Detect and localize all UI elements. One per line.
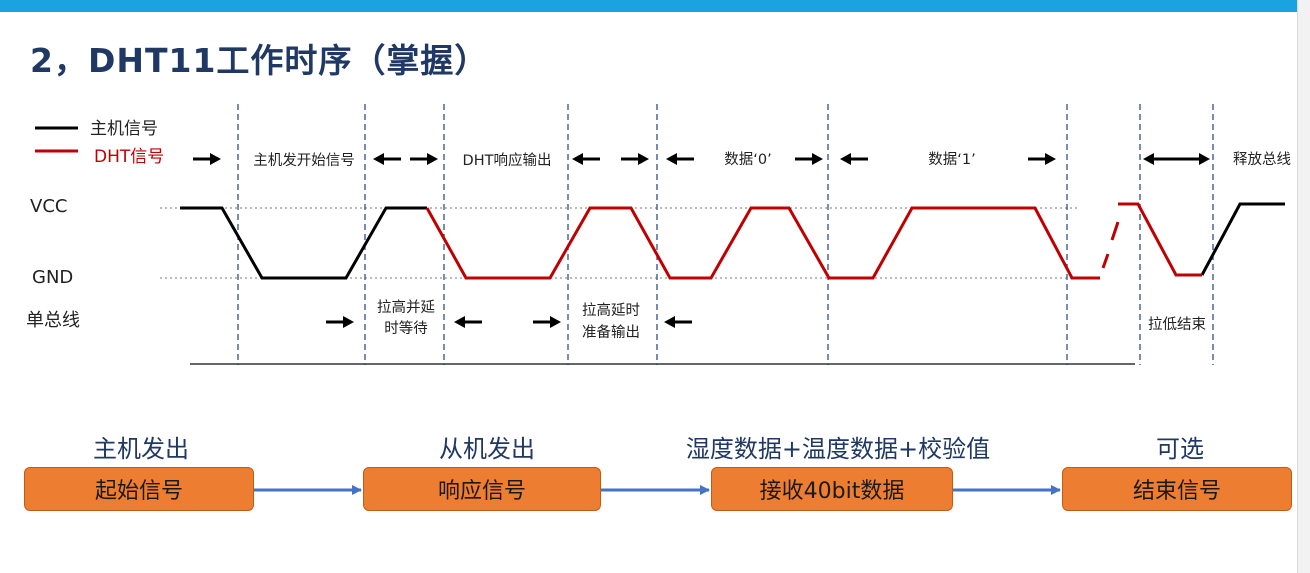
- flow-box-receive-data: 接收40bit数据: [711, 467, 953, 511]
- arrow-left-icon: [664, 316, 692, 328]
- host-waveform-release: [1200, 202, 1285, 276]
- dht-waveform: [425, 206, 1100, 280]
- arrow-left-icon: [840, 153, 868, 165]
- arrow-right-icon: [410, 153, 438, 165]
- vcc-label: VCC: [30, 196, 67, 217]
- flow-label-data: 湿度数据+温度数据+校验值: [685, 435, 991, 463]
- phase-label-pulldown-end: 拉低结束: [1148, 316, 1206, 333]
- gnd-label: GND: [32, 267, 73, 288]
- flow-label-host: 主机发出: [93, 435, 189, 463]
- flow-box-start-signal: 起始信号: [24, 467, 254, 511]
- dht-waveform-gap: [1101, 253, 1110, 269]
- arrow-right-icon: [326, 316, 354, 328]
- arrow-left-icon: [572, 153, 600, 165]
- phase-label-pullup-ready-2: 准备输出: [582, 324, 640, 341]
- phase-label-data0: 数据‘0’: [724, 151, 771, 168]
- arrow-right-icon: [795, 153, 823, 165]
- phase-label-pullup-wait-2: 时等待: [384, 319, 428, 337]
- bus-label: 单总线: [26, 310, 80, 331]
- flow-label-slave: 从机发出: [439, 435, 535, 463]
- arrow-right-icon: [1028, 153, 1056, 165]
- phase-label-pullup-wait: 拉高并延: [377, 299, 435, 316]
- scrollbar-track[interactable]: [1297, 0, 1310, 573]
- flow-label-optional: 可选: [1156, 435, 1204, 463]
- dht-waveform-end: [1118, 202, 1202, 277]
- arrow-right-icon: [621, 153, 649, 165]
- bus-arrows: [326, 316, 692, 328]
- arrow-right-icon: [533, 316, 561, 328]
- arrow-left-icon: [454, 316, 482, 328]
- page-title: 2，DHT11工作时序（掌握）: [30, 41, 489, 80]
- accent-bar: [0, 0, 1310, 12]
- phase-label-data1: 数据‘1’: [928, 151, 975, 168]
- phase-boundaries: [237, 104, 1214, 365]
- arrow-left-icon: [666, 153, 694, 165]
- phase-label-host-start: 主机发开始信号: [253, 152, 355, 169]
- phase-label-pullup-ready: 拉高延时: [582, 302, 640, 319]
- legend-dht-label: DHT信号: [94, 147, 164, 167]
- double-arrow-icon: [1143, 153, 1210, 165]
- phase-label-release: 释放总线: [1233, 151, 1291, 168]
- flow-box-end-signal: 结束信号: [1062, 467, 1292, 511]
- arrow-right-icon: [193, 153, 221, 165]
- phase-label-dht-response: DHT响应输出: [463, 151, 552, 169]
- dht-waveform-gap: [1110, 221, 1120, 241]
- flow-box-response-signal: 响应信号: [363, 467, 601, 511]
- arrow-left-icon: [373, 153, 401, 165]
- host-waveform: [180, 206, 427, 280]
- phase-arrows: [193, 153, 1210, 165]
- legend-host-label: 主机信号: [90, 119, 158, 139]
